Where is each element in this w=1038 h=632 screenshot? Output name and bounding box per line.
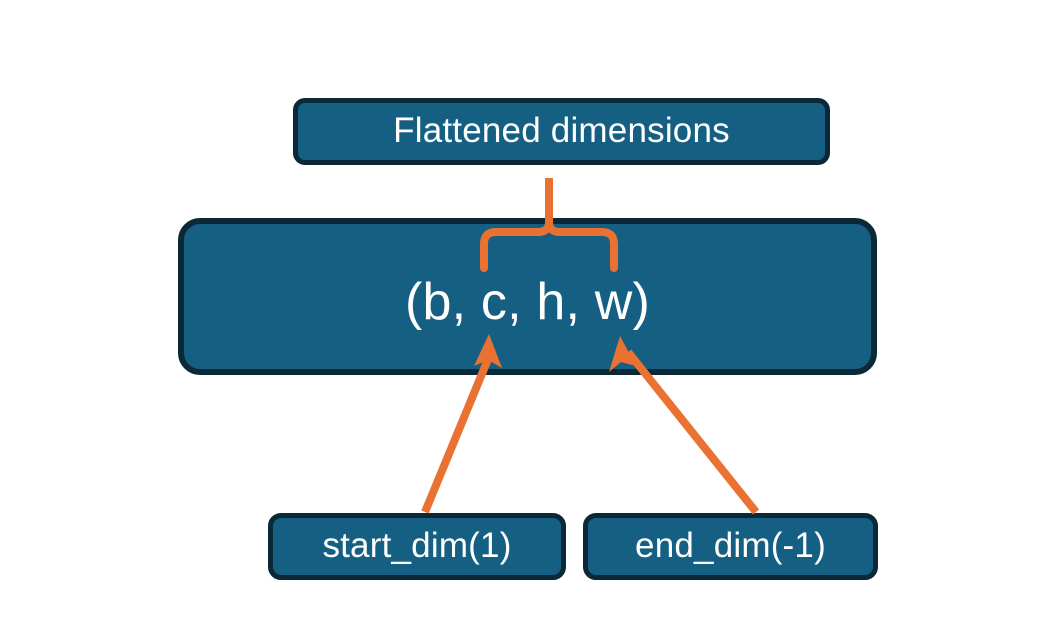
end-dim-label: end_dim(-1) [635,526,826,566]
flattened-dimensions-label: Flattened dimensions [393,111,730,151]
start-dim-box[interactable]: start_dim(1) [268,513,566,580]
start-dim-label: start_dim(1) [322,526,512,566]
end-dim-box[interactable]: end_dim(-1) [583,513,878,580]
tensor-shape-box[interactable]: (b, c, h, w) [178,218,877,375]
flattened-dimensions-box[interactable]: Flattened dimensions [293,98,830,165]
tensor-shape-label: (b, c, h, w) [404,273,651,331]
